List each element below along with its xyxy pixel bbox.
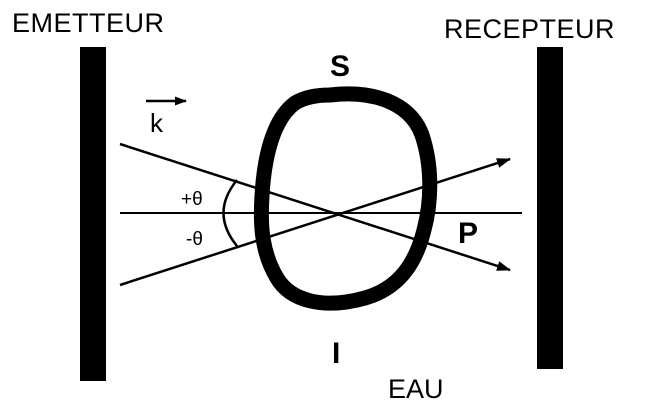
beam-minus-theta-arrow xyxy=(119,157,511,287)
right-point-label: P xyxy=(458,217,479,250)
sample-cross-section xyxy=(253,86,438,311)
medium-label: EAU xyxy=(388,374,444,404)
theta-angle-arc xyxy=(222,179,238,247)
emitter-label: EMETTEUR xyxy=(12,8,165,38)
receiver-plate xyxy=(537,47,563,369)
minus-theta-label: -θ xyxy=(186,229,203,250)
beam-plus-theta-arrow xyxy=(119,142,511,272)
wave-vector-label: k xyxy=(150,108,163,138)
bottom-point-label: I xyxy=(332,337,341,370)
receiver-label: RECEPTEUR xyxy=(444,14,616,44)
top-point-label: S xyxy=(330,50,351,83)
plus-theta-label: +θ xyxy=(181,189,203,210)
emitter-plate xyxy=(80,47,106,381)
